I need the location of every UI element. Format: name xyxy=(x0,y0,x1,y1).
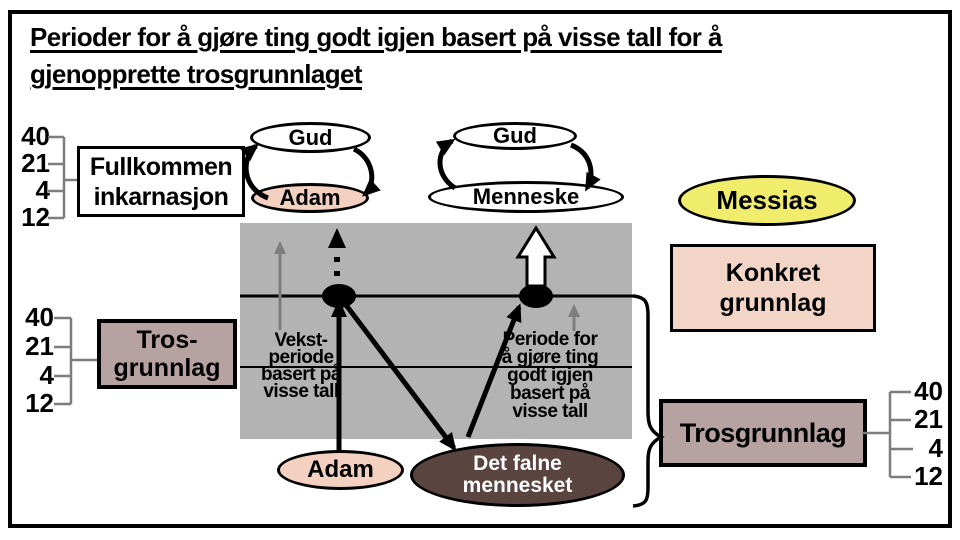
page-title-line2: gjenopprette trosgrunnlaget xyxy=(30,59,363,89)
growth-period-line1: Vekst- xyxy=(274,330,328,351)
adam-bottom-ellipse: Adam xyxy=(277,450,404,490)
faith-foundation-left-box: Tros- grunnlag xyxy=(97,319,237,389)
page-title-line1: Perioder for å gjøre ting godt igjen bas… xyxy=(30,22,722,52)
page-title: Perioder for å gjøre ting godt igjen bas… xyxy=(30,22,722,53)
faith-foundation-left-line2: grunnlag xyxy=(113,354,221,382)
number-mid-left-12: 12 xyxy=(25,388,54,418)
number-mid-left-40: 40 xyxy=(25,302,54,332)
page-title: gjenopprette trosgrunnlaget xyxy=(30,59,363,90)
menneske-label: Menneske xyxy=(472,184,580,209)
perfect-incarnation-line1: Fullkommen xyxy=(89,152,233,181)
god-label: Gud xyxy=(288,124,333,150)
faith-foundation-right-label: Trosgrunnlag xyxy=(679,417,847,448)
restoration-period-caption: Periode for å gjøre ting godt igjen base… xyxy=(458,329,642,422)
number-right-21: 21 xyxy=(914,404,943,434)
messias-label: Messias xyxy=(716,185,818,215)
concrete-foundation-line2: grunnlag xyxy=(719,289,827,317)
restoration-period-line5: visse tall xyxy=(512,401,588,422)
number-top-left-4: 4 xyxy=(35,175,50,205)
adam-bottom-label: Adam xyxy=(307,456,374,483)
number-top-left-21: 21 xyxy=(21,148,50,178)
fallen-man-ellipse: Det falne mennesket xyxy=(410,443,625,507)
number-mid-left-21: 21 xyxy=(25,331,54,361)
number-top-left-40: 40 xyxy=(21,121,50,151)
concrete-foundation-box: Konkret grunnlag xyxy=(670,244,876,332)
god-label: Gud xyxy=(493,123,537,148)
fallen-man-line1: Det falne xyxy=(473,452,562,475)
restoration-period-line4: basert på xyxy=(510,383,590,404)
perfect-incarnation-box: Fullkommen inkarnasjon xyxy=(77,146,245,217)
god-ellipse-right: Gud xyxy=(453,122,577,150)
messias-ellipse: Messias xyxy=(678,175,856,226)
faith-foundation-right-box: Trosgrunnlag xyxy=(659,399,867,467)
number-top-left-12: 12 xyxy=(21,202,50,232)
number-right-40: 40 xyxy=(914,376,943,406)
number-mid-left-4: 4 xyxy=(39,360,54,390)
faith-foundation-left-line1: Tros- xyxy=(136,326,198,354)
number-right-4: 4 xyxy=(928,433,943,463)
adam-top-label: Adam xyxy=(279,185,341,210)
growth-period-caption: Vekst- periode basert på visse tall xyxy=(238,330,364,402)
adam-top-ellipse: Adam xyxy=(251,183,369,213)
restoration-period-line2: å gjøre ting xyxy=(501,347,599,368)
concrete-foundation-line1: Konkret xyxy=(725,259,821,287)
perfect-incarnation-line2: inkarnasjon xyxy=(93,182,229,211)
growth-period-line3: basert på xyxy=(261,364,341,385)
number-right-12: 12 xyxy=(914,461,943,491)
restoration-period-line1: Periode for xyxy=(502,329,598,350)
restoration-period-line3: godt igjen xyxy=(507,365,593,386)
fallen-man-line2: mennesket xyxy=(462,474,573,497)
growth-period-line4: visse tall xyxy=(263,381,339,402)
god-ellipse-left: Gud xyxy=(250,122,371,153)
menneske-ellipse: Menneske xyxy=(428,181,624,213)
outer-frame xyxy=(8,10,952,528)
growth-period-line2: periode xyxy=(268,347,334,368)
